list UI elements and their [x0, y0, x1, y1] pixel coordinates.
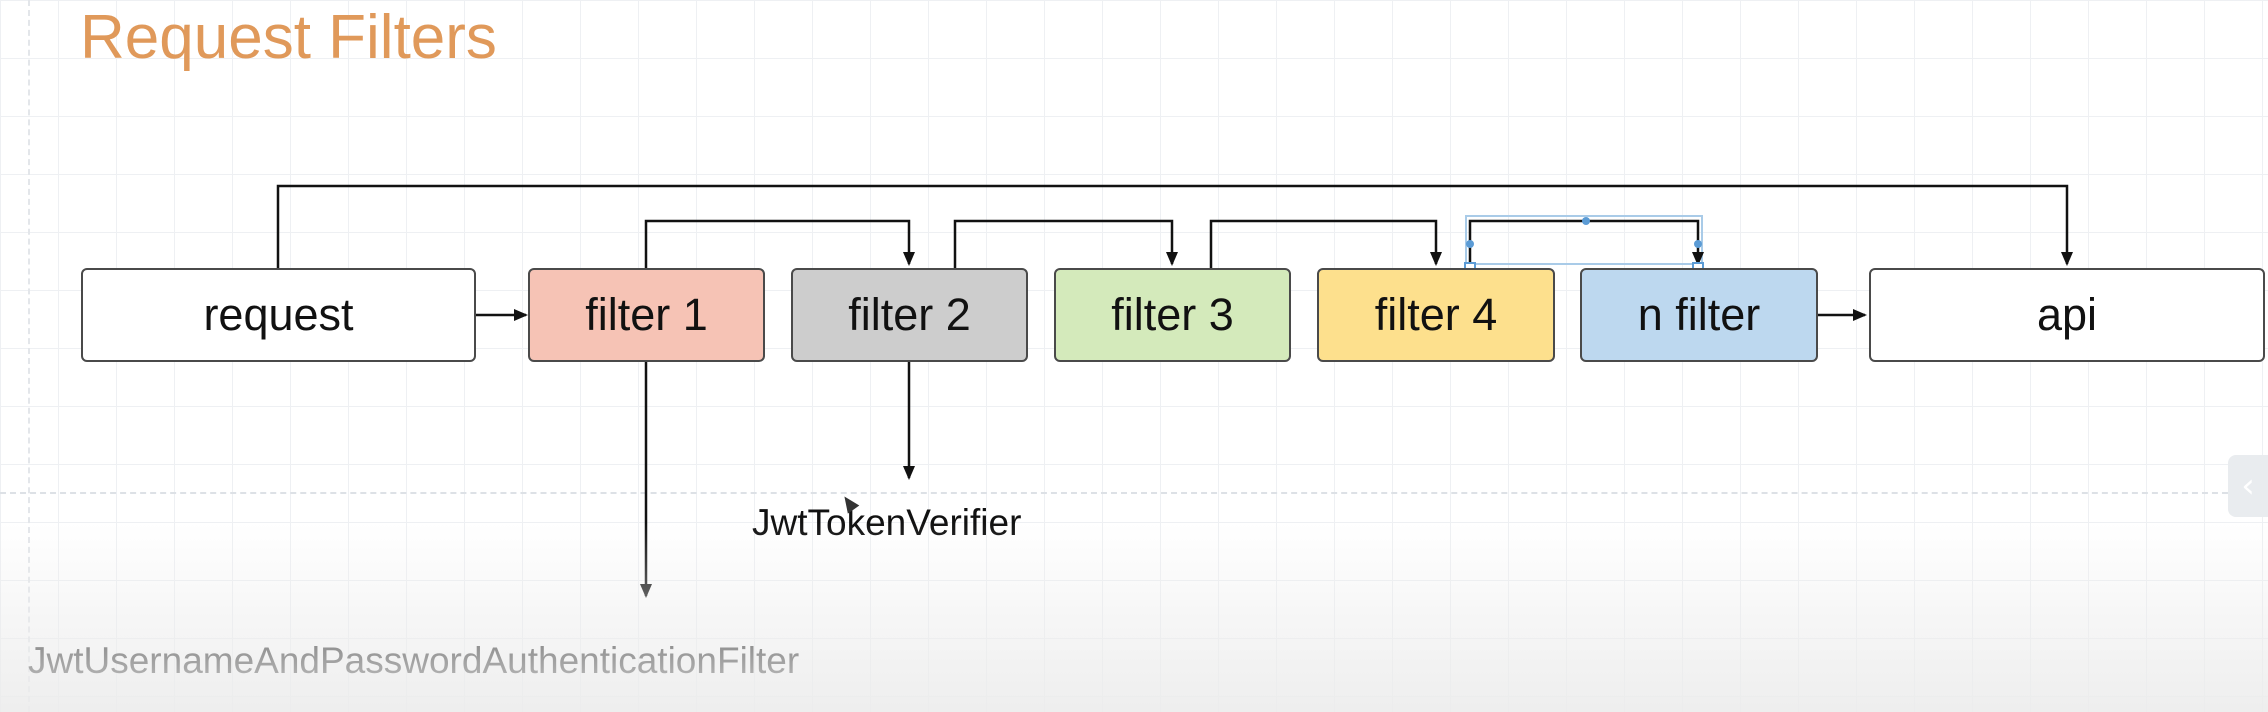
- node-filter-4[interactable]: filter 4: [1317, 268, 1555, 362]
- page-title[interactable]: Request Filters: [80, 3, 497, 72]
- canvas-margin-guide: [28, 0, 30, 712]
- connector-filter2-to-filter3: [953, 219, 1178, 268]
- node-api-label: api: [2036, 289, 2098, 340]
- selected-connector-filter4-to-nfilter[interactable]: [1464, 215, 1704, 274]
- node-request[interactable]: request: [81, 268, 476, 362]
- node-n-filter-label: n filter: [1637, 289, 1761, 340]
- connector-request-to-api: [276, 184, 2073, 268]
- node-filter-3-label: filter 3: [1111, 289, 1234, 340]
- node-n-filter[interactable]: n filter: [1580, 268, 1818, 362]
- chevron-left-icon: ‹: [2241, 466, 2255, 506]
- annotation-jwt-token-verifier[interactable]: JwtTokenVerifier: [752, 502, 1022, 543]
- node-filter-2-label: filter 2: [848, 289, 971, 340]
- node-api[interactable]: api: [1869, 268, 2265, 362]
- node-filter-4-label: filter 4: [1374, 289, 1498, 340]
- node-filter-2[interactable]: filter 2: [791, 268, 1028, 362]
- node-request-label: request: [203, 289, 354, 340]
- page-break-guide: [0, 492, 2268, 494]
- node-filter-1-label: filter 1: [585, 289, 708, 340]
- connector-filter3-to-filter4: [1209, 219, 1442, 268]
- collapse-panel-tab[interactable]: ‹: [2228, 455, 2268, 517]
- annotation-jwt-username-password-filter[interactable]: JwtUsernameAndPasswordAuthenticationFilt…: [28, 640, 800, 681]
- node-filter-1[interactable]: filter 1: [528, 268, 765, 362]
- node-filter-3[interactable]: filter 3: [1054, 268, 1291, 362]
- connector-filter1-to-filter2: [644, 219, 915, 268]
